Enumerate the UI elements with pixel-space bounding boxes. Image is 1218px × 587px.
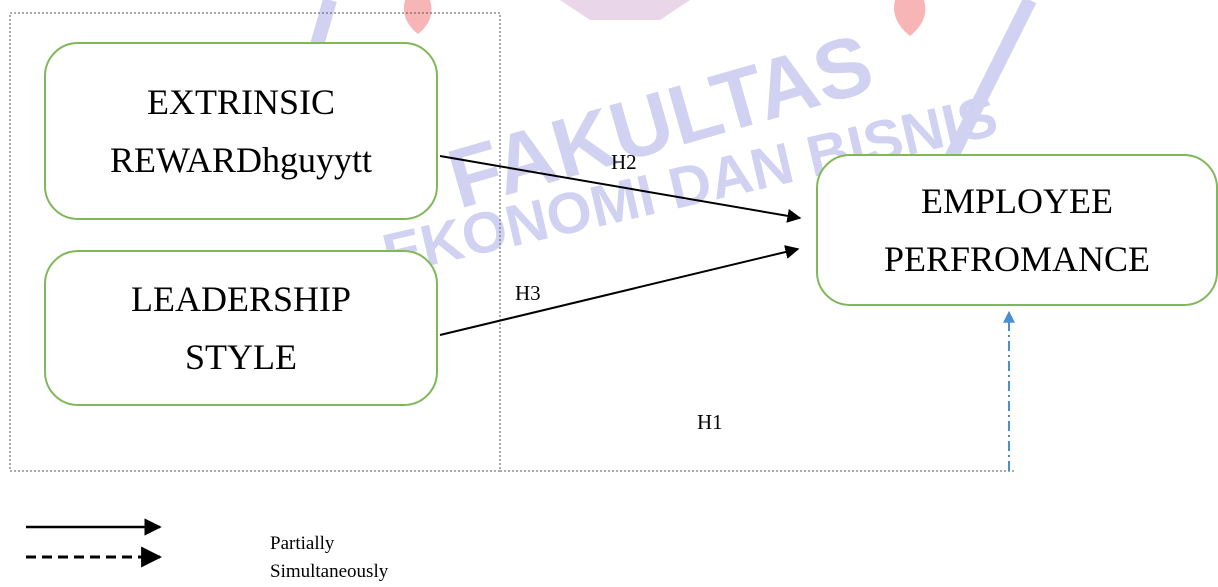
employee-performance-label: EMPLOYEE PERFROMANCE <box>884 172 1150 288</box>
employee-performance-line2: PERFROMANCE <box>883 239 1151 279</box>
employee-performance-box: EMPLOYEE PERFROMANCE <box>816 154 1218 306</box>
independent-variables-frame <box>9 12 501 472</box>
legend-partial-label: Partially <box>270 533 335 554</box>
arrow-h2-extrinsic-to-performance <box>439 155 802 223</box>
extrinsic-reward-line2: REWARDhguyytt <box>109 140 372 180</box>
hypothesis-h3-label: H3 <box>515 281 541 305</box>
employee-performance-line1: EMPLOYEE <box>921 181 1113 221</box>
arrow-h3-leadership-to-performance <box>439 245 800 336</box>
leadership-style-label: LEADERSHIP STYLE <box>131 270 351 386</box>
watermark-crest <box>560 0 690 20</box>
extrinsic-reward-line1: EXTRINSIC <box>146 82 335 122</box>
leadership-style-box: LEADERSHIP STYLE <box>44 250 438 406</box>
watermark-flame-left <box>403 0 432 34</box>
extrinsic-reward-label: EXTRINSIC REWARDhguyytt <box>110 73 372 189</box>
hypothesis-h2-label: H2 <box>611 150 637 174</box>
watermark-flame-right <box>894 0 926 36</box>
legend-simultaneous-label: Simultaneously <box>270 561 389 582</box>
leadership-style-line2: STYLE <box>184 337 297 377</box>
extrinsic-reward-box: EXTRINSIC REWARDhguyytt <box>44 42 438 220</box>
leadership-style-line1: LEADERSHIP <box>130 279 351 319</box>
hypothesis-h1-label: H1 <box>697 410 723 434</box>
